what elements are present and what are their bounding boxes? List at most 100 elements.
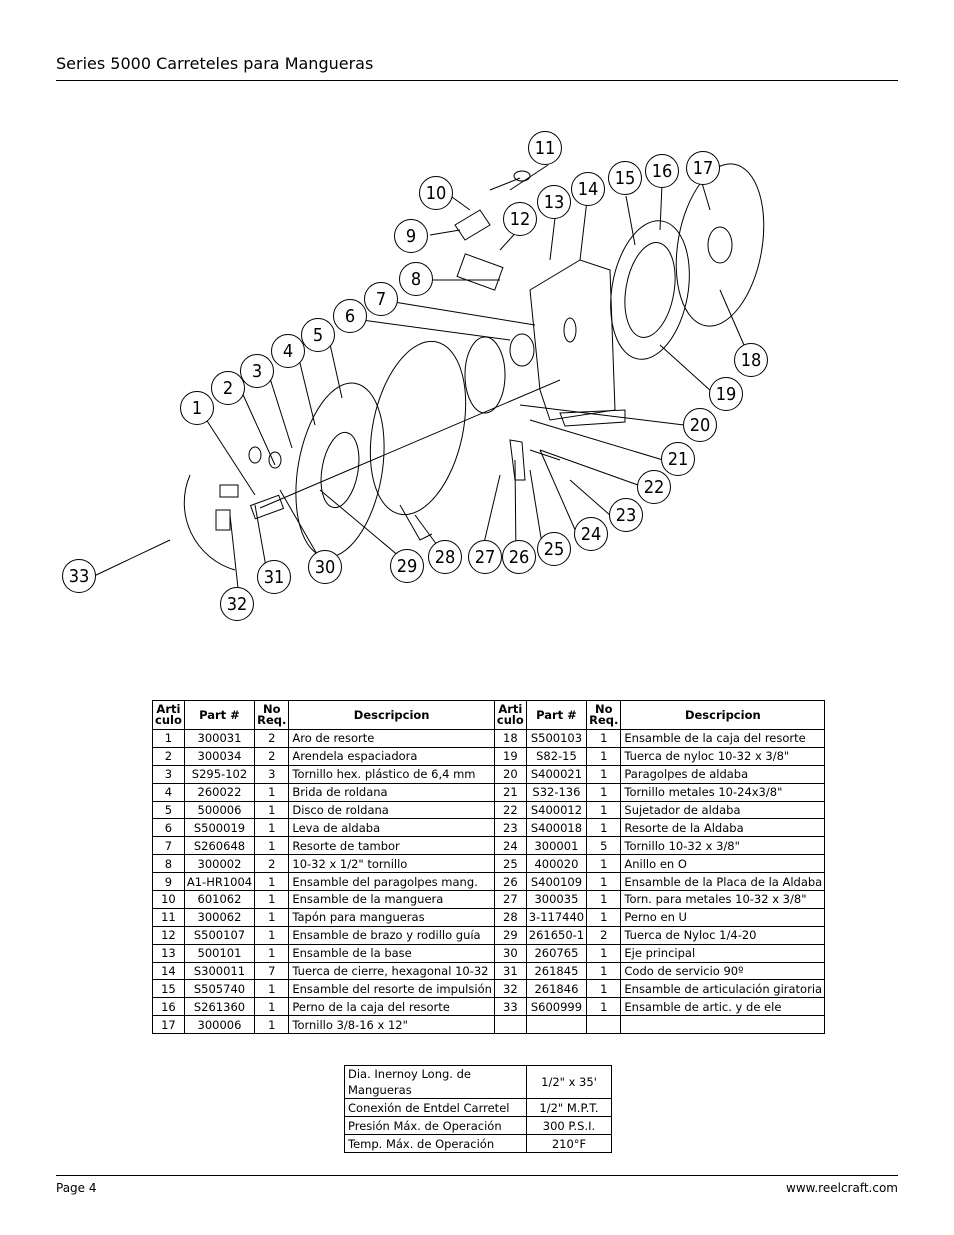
table-cell: Tuerca de Nyloc 1/4-20 xyxy=(620,925,826,945)
spec-value: 300 P.S.I. xyxy=(526,1116,612,1135)
table-cell: 260765 xyxy=(525,943,588,963)
table-cell: 32 xyxy=(493,979,527,999)
table-cell: 1 xyxy=(254,890,290,909)
table-cell: Ensamble de la caja del resorte xyxy=(620,729,826,748)
table-cell: 300035 xyxy=(525,890,588,909)
col-header-part: Part # xyxy=(183,700,256,730)
table-cell: 21 xyxy=(493,782,527,802)
table-cell: Tornillo 10-32 x 3/8" xyxy=(620,836,826,856)
table-cell: S500019 xyxy=(183,818,256,838)
table-cell: S400021 xyxy=(525,764,588,784)
spec-label: Dia. Inernoy Long. de Mangueras xyxy=(344,1065,527,1099)
table-cell: S500107 xyxy=(183,925,256,945)
parts-table: Arti culo Part # No Req. Descripcion Art… xyxy=(152,700,826,1035)
table-cell xyxy=(586,1015,622,1035)
footer-rule xyxy=(56,1175,898,1176)
table-cell: 3-117440 xyxy=(525,907,588,927)
table-cell: Paragolpes de aldaba xyxy=(620,764,826,784)
table-cell: Aro de resorte xyxy=(288,729,495,748)
table-cell: 2 xyxy=(586,925,622,945)
callout-6: 6 xyxy=(333,299,367,333)
table-cell: 3 xyxy=(254,764,290,784)
table-cell: Ensamble de la manguera xyxy=(288,890,495,909)
table-cell: 10-32 x 1/2" tornillo xyxy=(288,854,495,874)
table-cell: S400018 xyxy=(525,818,588,838)
table-cell: 1 xyxy=(586,854,622,874)
table-cell: 8 xyxy=(152,854,185,874)
website-url: www.reelcraft.com xyxy=(786,1181,898,1195)
table-cell: Resorte de la Aldaba xyxy=(620,818,826,838)
table-cell: 1 xyxy=(254,872,290,892)
table-cell: 1 xyxy=(254,782,290,802)
callout-13: 13 xyxy=(537,185,571,219)
table-cell: 1 xyxy=(586,782,622,802)
table-cell: 1 xyxy=(254,907,290,927)
table-cell: Ensamble de brazo y rodillo guía xyxy=(288,925,495,945)
spec-value: 1/2" x 35' xyxy=(526,1065,612,1099)
col-header-noreq: No Req. xyxy=(254,700,290,730)
table-cell: 7 xyxy=(152,836,185,856)
table-cell: 300031 xyxy=(183,729,256,748)
table-cell: 30 xyxy=(493,943,527,963)
callout-16: 16 xyxy=(645,154,679,188)
table-cell: S295-102 xyxy=(183,764,256,784)
table-cell: 16 xyxy=(152,997,185,1017)
table-cell: 1 xyxy=(254,997,290,1017)
callout-32: 32 xyxy=(220,587,254,621)
col-header-articulo: Arti culo xyxy=(493,700,527,730)
table-cell: Arendela espaciadora xyxy=(288,746,495,766)
table-cell: Disco de roldana xyxy=(288,800,495,820)
callout-14: 14 xyxy=(571,172,605,206)
spec-label: Presión Máx. de Operación xyxy=(344,1116,527,1135)
table-cell: S500103 xyxy=(525,729,588,748)
table-cell: A1-HR1004 xyxy=(183,872,256,892)
table-cell: 1 xyxy=(586,907,622,927)
table-cell: Perno en U xyxy=(620,907,826,927)
parts-table-header: Arti culo Part # No Req. Descripcion Art… xyxy=(152,700,826,730)
callout-2: 2 xyxy=(211,371,245,405)
table-cell: 10 xyxy=(152,890,185,909)
table-cell: 1 xyxy=(586,997,622,1017)
col-header-part: Part # xyxy=(525,700,588,730)
callout-19: 19 xyxy=(709,377,743,411)
callout-15: 15 xyxy=(608,161,642,195)
table-cell: 19 xyxy=(493,746,527,766)
callout-21: 21 xyxy=(661,442,695,476)
callout-7: 7 xyxy=(364,282,398,316)
table-cell: 261846 xyxy=(525,979,588,999)
table-cell: 1 xyxy=(152,729,185,748)
table-cell: 300062 xyxy=(183,907,256,927)
table-cell: 18 xyxy=(493,729,527,748)
table-cell: 24 xyxy=(493,836,527,856)
table-cell: 11 xyxy=(152,907,185,927)
table-cell: 17 xyxy=(152,1015,185,1035)
table-cell: S400109 xyxy=(525,872,588,892)
table-cell: S300011 xyxy=(183,961,256,981)
table-cell: 2 xyxy=(254,729,290,748)
table-cell: 300034 xyxy=(183,746,256,766)
table-cell: 31 xyxy=(493,961,527,981)
table-cell: Sujetador de aldaba xyxy=(620,800,826,820)
table-cell: Codo de servicio 90º xyxy=(620,961,826,981)
table-cell: Tornillo 3/8-16 x 12" xyxy=(288,1015,495,1035)
table-cell: Ensamble de la Placa de la Aldaba xyxy=(620,872,826,892)
table-cell: 2 xyxy=(152,746,185,766)
header-rule xyxy=(56,80,898,81)
table-cell: 5 xyxy=(152,800,185,820)
table-cell: Tornillo hex. plástico de 6,4 mm xyxy=(288,764,495,784)
table-cell: 260022 xyxy=(183,782,256,802)
